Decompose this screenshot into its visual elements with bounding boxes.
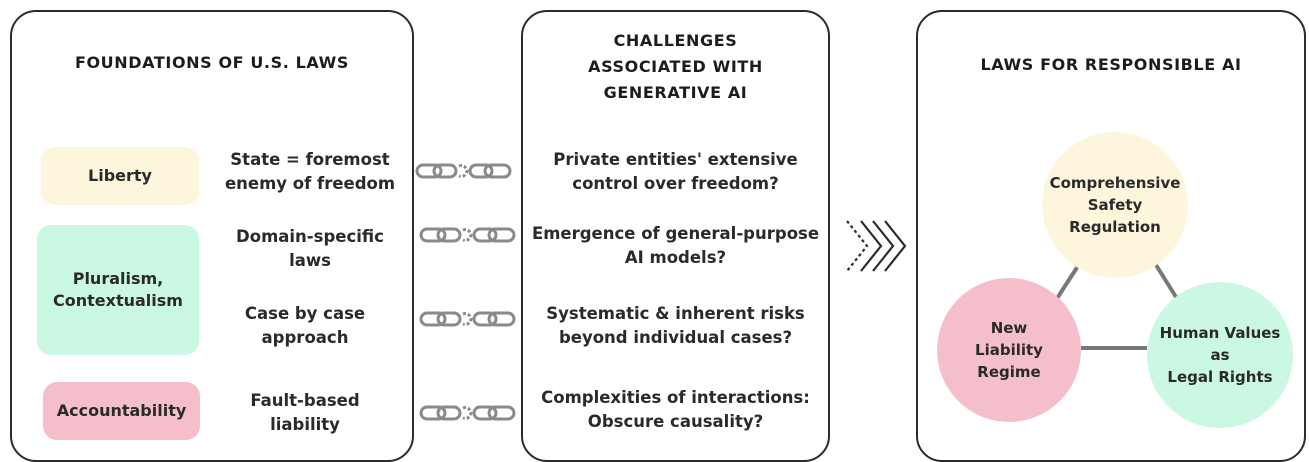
pill-accountability: Accountability <box>43 382 200 440</box>
challenges-panel: CHALLENGES ASSOCIATED WITH GENERATIVE AI… <box>521 10 830 462</box>
broken-chain-icon <box>419 405 516 421</box>
circle-liability-regime-label: New Liability Regime <box>975 319 1043 381</box>
circle-liability-regime: New Liability Regime <box>937 278 1081 422</box>
pill-liberty-label: Liberty <box>88 166 152 185</box>
foundations-panel: FOUNDATIONS OF U.S. LAWS Liberty Plurali… <box>10 10 414 462</box>
challenge-systematic-risks: Systematic & inherent risks beyond indiv… <box>546 304 805 347</box>
pill-liberty: Liberty <box>41 147 199 205</box>
forward-chevrons-icon <box>846 220 907 272</box>
broken-chain-icon <box>419 311 516 327</box>
statement-case-by-case: Case by case approach <box>244 304 366 347</box>
broken-chain-icon <box>415 163 512 179</box>
broken-chain-icon <box>419 227 516 243</box>
challenge-private-entities: Private entities' extensive control over… <box>553 150 798 193</box>
statement-domain-specific: Domain-specific laws <box>236 227 384 270</box>
circle-safety-regulation: Comprehensive Safety Regulation <box>1042 132 1188 278</box>
challenge-general-purpose: Emergence of general-purpose AI models? <box>531 224 820 267</box>
statement-fault-based: Fault-based liability <box>250 391 360 434</box>
responsible-ai-title: LAWS FOR RESPONSIBLE AI <box>980 55 1242 74</box>
circle-human-values-label: Human Values as Legal Rights <box>1159 324 1281 386</box>
statement-state-enemy: State = foremost enemy of freedom <box>224 150 396 193</box>
pill-pluralism-label: Pluralism, Contextualism <box>53 269 183 310</box>
circle-human-values: Human Values as Legal Rights <box>1147 282 1293 428</box>
challenge-complexities: Complexities of interactions: Obscure ca… <box>541 388 810 431</box>
responsible-ai-panel: LAWS FOR RESPONSIBLE AI Comprehensive Sa… <box>916 10 1306 462</box>
pill-pluralism: Pluralism, Contextualism <box>37 225 199 355</box>
circle-safety-regulation-label: Comprehensive Safety Regulation <box>1049 174 1181 236</box>
pill-accountability-label: Accountability <box>56 401 187 420</box>
challenges-title: CHALLENGES ASSOCIATED WITH GENERATIVE AI <box>588 31 763 102</box>
foundations-title: FOUNDATIONS OF U.S. LAWS <box>74 53 350 72</box>
